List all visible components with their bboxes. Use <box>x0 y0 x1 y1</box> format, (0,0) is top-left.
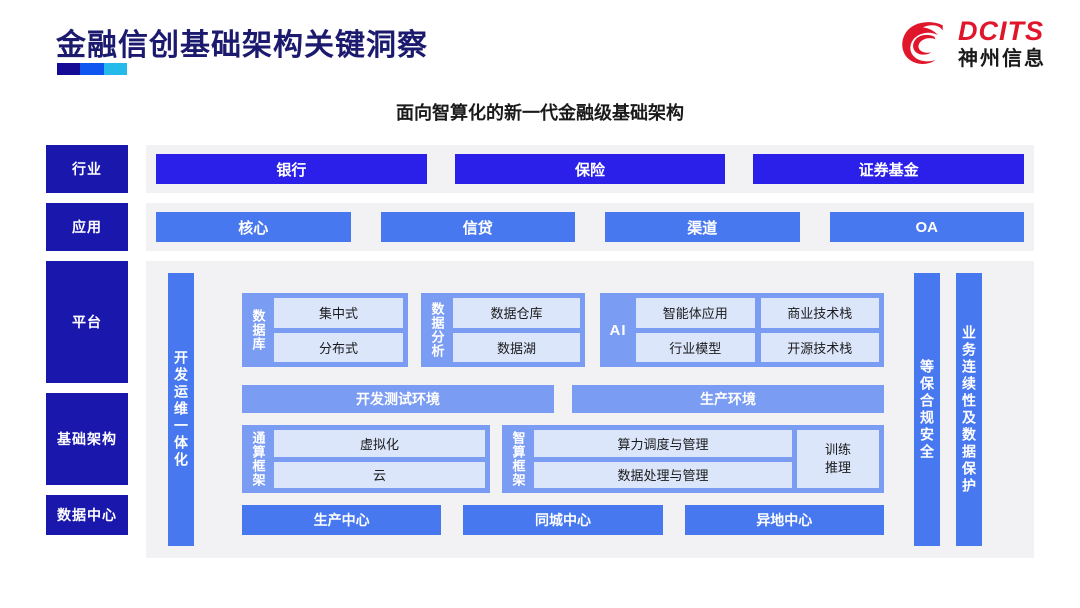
logo-text-cn: 神州信息 <box>958 48 1046 70</box>
sidebar-label-industry: 行业 <box>72 161 102 177</box>
cell-opensource-stack[interactable]: 开源技术栈 <box>760 332 879 362</box>
application-chip-oa[interactable]: OA <box>829 212 1024 242</box>
accent-segment-1 <box>57 63 81 75</box>
datacenter-chip-metro[interactable]: 同城中心 <box>463 505 663 535</box>
vertical-bar-devops[interactable]: 开发运维一体化 <box>168 273 194 546</box>
logo-text-en: DCITS <box>958 16 1044 46</box>
environment-chip-production[interactable]: 生产环境 <box>572 385 884 413</box>
environment-row: 开发测试环境 生产环境 <box>242 385 884 413</box>
accent-segment-2 <box>80 63 104 75</box>
layer-sidebar: 行业 应用 平台 基础架构 数据中心 <box>46 145 128 535</box>
page-title: 金融信创基础架构关键洞察 <box>56 29 428 62</box>
cell-agent-application[interactable]: 智能体应用 <box>636 298 755 328</box>
cell-distributed[interactable]: 分布式 <box>274 332 403 362</box>
brand-logo: DCITS 神州信息 <box>898 18 1046 69</box>
sidebar-item-application[interactable]: 应用 <box>46 203 128 251</box>
industry-chip-bank[interactable]: 银行 <box>156 154 427 184</box>
cell-industry-model[interactable]: 行业模型 <box>636 332 755 362</box>
vertical-bar-business-continuity[interactable]: 业务连续性及数据保护 <box>956 273 982 546</box>
group-data-analysis: 数据分析 数据仓库 数据湖 <box>421 293 585 367</box>
inference-label: 推理 <box>824 460 851 475</box>
group-database: 数据库 集中式 分布式 <box>242 293 408 367</box>
environment-chip-dev-test[interactable]: 开发测试环境 <box>242 385 554 413</box>
group-label-data-analysis: 数据分析 <box>429 302 445 358</box>
page-subtitle: 面向智算化的新一代金融级基础架构 <box>396 103 684 123</box>
sidebar-label-datacenter: 数据中心 <box>57 507 117 523</box>
cell-data-warehouse[interactable]: 数据仓库 <box>453 298 580 328</box>
sidebar-label-application: 应用 <box>72 219 102 235</box>
datacenter-chip-remote[interactable]: 异地中心 <box>684 505 884 535</box>
application-chip-channel[interactable]: 渠道 <box>605 212 800 242</box>
cell-train-inference[interactable]: 训练 推理 <box>797 430 879 488</box>
title-accent-bar <box>57 63 127 75</box>
cell-compute-scheduling[interactable]: 算力调度与管理 <box>534 430 792 457</box>
vertical-bar-compliance-security[interactable]: 等保合规安全 <box>914 273 940 546</box>
industry-row: 银行 保险 证券基金 <box>156 154 1025 184</box>
cell-cloud[interactable]: 云 <box>274 461 485 488</box>
datacenter-chip-production[interactable]: 生产中心 <box>242 505 442 535</box>
group-label-database: 数据库 <box>250 309 266 351</box>
cell-virtualization[interactable]: 虚拟化 <box>274 430 485 457</box>
sidebar-item-datacenter[interactable]: 数据中心 <box>46 495 128 535</box>
sidebar-label-infrastructure: 基础架构 <box>57 431 117 447</box>
industry-chip-insurance[interactable]: 保险 <box>454 154 726 184</box>
application-chip-credit[interactable]: 信贷 <box>380 212 575 242</box>
application-chip-core[interactable]: 核心 <box>156 212 351 242</box>
accent-segment-3 <box>103 63 127 75</box>
group-intelligent-compute-framework: 智算框架 算力调度与管理 数据处理与管理 训练 推理 <box>502 425 884 493</box>
sidebar-item-platform[interactable]: 平台 <box>46 261 128 383</box>
cell-data-processing[interactable]: 数据处理与管理 <box>534 461 792 488</box>
group-general-compute-framework: 通算框架 虚拟化 云 <box>242 425 490 493</box>
group-label-intelligent-compute: 智算框架 <box>510 431 526 487</box>
data-center-row: 生产中心 同城中心 异地中心 <box>242 505 884 535</box>
sidebar-label-platform: 平台 <box>72 314 102 330</box>
group-label-ai: AI <box>609 321 627 339</box>
application-row: 核心 信贷 渠道 OA <box>156 212 1024 242</box>
cell-centralized[interactable]: 集中式 <box>274 298 403 328</box>
group-label-general-compute: 通算框架 <box>250 431 266 487</box>
cell-commercial-stack[interactable]: 商业技术栈 <box>760 298 879 328</box>
dcits-swirl-icon <box>902 21 943 64</box>
sidebar-item-infrastructure[interactable]: 基础架构 <box>46 393 128 485</box>
group-ai: AI 智能体应用 商业技术栈 行业模型 开源技术栈 <box>600 293 884 367</box>
train-label: 训练 <box>824 442 851 458</box>
cell-data-lake[interactable]: 数据湖 <box>453 332 580 362</box>
sidebar-item-industry[interactable]: 行业 <box>46 145 128 193</box>
industry-chip-securities[interactable]: 证券基金 <box>753 154 1025 184</box>
